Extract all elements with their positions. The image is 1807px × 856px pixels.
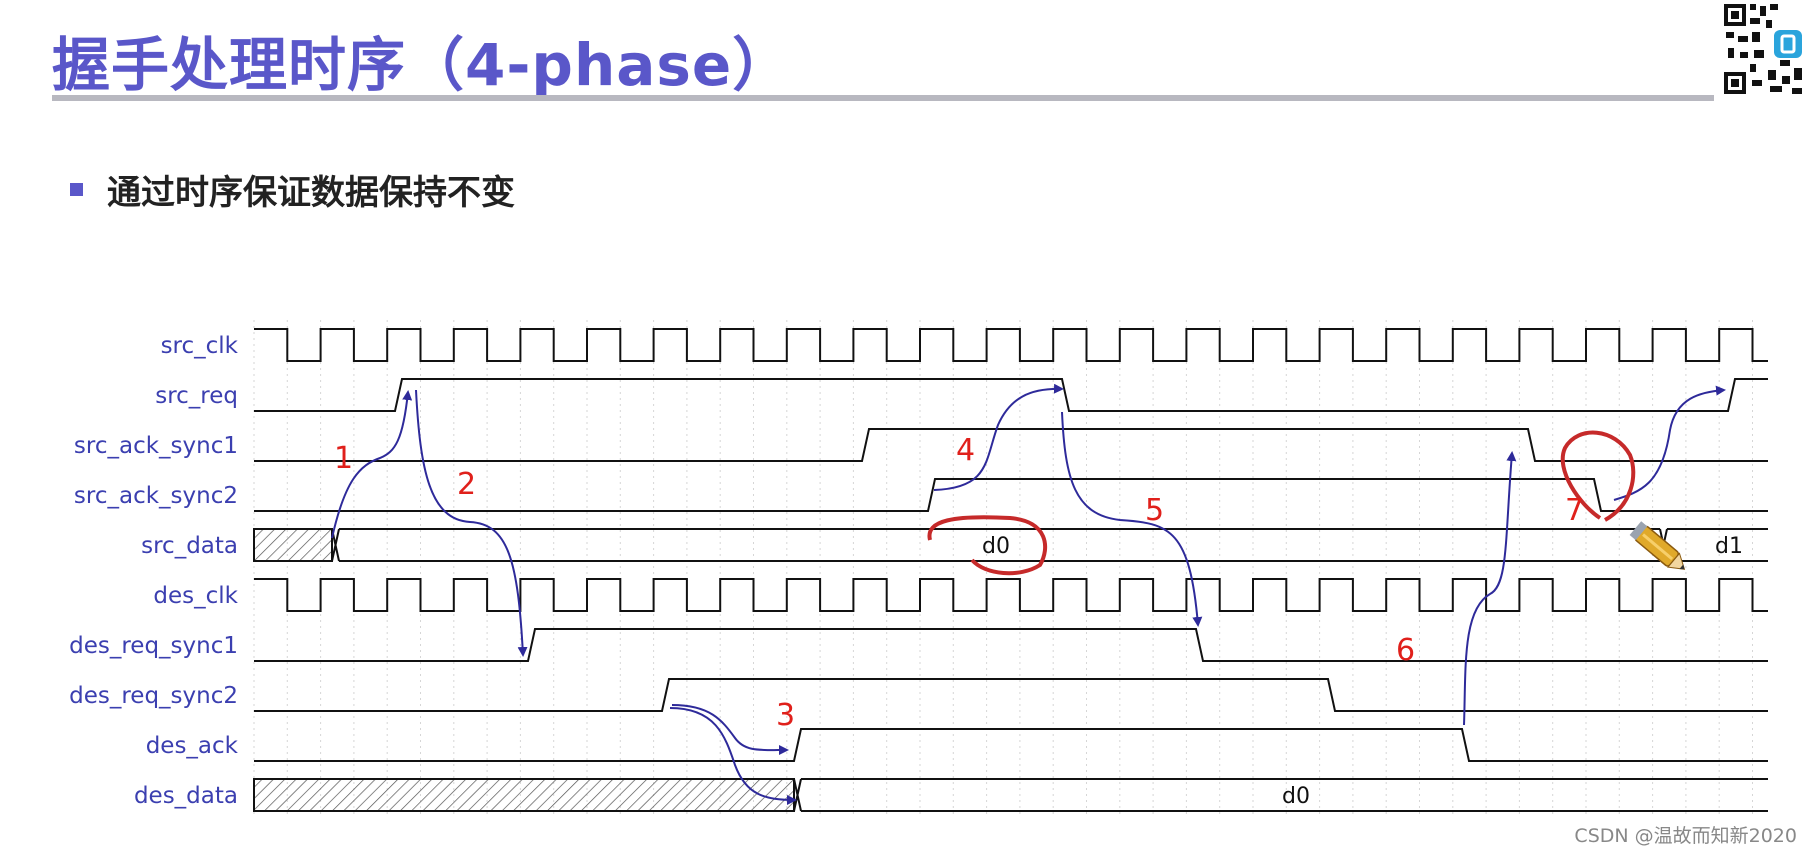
- step-4: 4: [956, 433, 975, 468]
- des-data-wave-transition: [793, 778, 802, 812]
- signal-label: src_ack_sync1: [74, 433, 238, 459]
- signal-label: des_ack: [146, 733, 239, 759]
- des-req-sync1-wave: [254, 628, 1768, 662]
- grid-lines: [253, 320, 1753, 815]
- watermark: CSDN @温故而知新2020: [1574, 825, 1797, 847]
- arrow-3b: [669, 707, 797, 805]
- step-6: 6: [1396, 633, 1415, 668]
- step-2: 2: [457, 467, 476, 502]
- signal-label: src_req: [155, 383, 238, 409]
- signal-label: des_data: [134, 783, 238, 809]
- bullet-text: 通过时序保证数据保持不变: [107, 173, 515, 213]
- signal-label: des_clk: [153, 583, 238, 609]
- arrow-2: [415, 389, 528, 657]
- arrow-7: [1613, 385, 1726, 501]
- bullet-marker: [70, 183, 83, 196]
- arrow-6: [1463, 451, 1517, 726]
- signal-label: des_req_sync1: [69, 633, 238, 659]
- signal-label: src_clk: [161, 333, 239, 359]
- signal-labels: src_clk src_req src_ack_sync1 src_ack_sync2…: [69, 333, 239, 809]
- src-data-d1-label: d1: [1715, 534, 1743, 559]
- src-req-wave: [254, 378, 1768, 412]
- des-ack-wave: [254, 728, 1768, 762]
- annotation-circles: [927, 430, 1636, 576]
- title-divider: [52, 95, 1714, 101]
- qr-code-icon: [1722, 0, 1807, 98]
- arrow-3a: [671, 704, 789, 756]
- signal-label: src_data: [141, 533, 238, 559]
- handshake-arrows: [331, 383, 1726, 805]
- des-data-d0-label: d0: [1282, 784, 1310, 809]
- src-data-d0-label: d0: [982, 534, 1010, 559]
- step-7: 7: [1565, 493, 1584, 528]
- d0-circle: [927, 515, 1048, 576]
- step7-circle: [1560, 430, 1636, 522]
- des-req-sync2-wave: [254, 678, 1768, 712]
- waveforms: [253, 328, 1768, 812]
- step-1: 1: [334, 441, 353, 476]
- pencil-cursor-icon: [1629, 521, 1686, 570]
- src-ack-sync1-wave: [254, 428, 1768, 462]
- arrow-5: [1061, 411, 1203, 627]
- src-data-wave-unknown-region: [253, 528, 333, 562]
- bus-labels: d0 d1 d0: [982, 534, 1743, 809]
- signal-label: src_ack_sync2: [74, 483, 238, 509]
- signal-label: des_req_sync2: [69, 683, 238, 709]
- bullet-row: 通过时序保证数据保持不变: [70, 165, 515, 214]
- des-data-wave-unknown-region: [253, 778, 795, 812]
- slide-title: 握手处理时序（4-phase）: [52, 31, 792, 99]
- step-5: 5: [1145, 493, 1164, 528]
- des-clk-wave: [254, 578, 1768, 612]
- step-numbers: 1 2 3 4 5 6 7: [334, 433, 1584, 733]
- step-3: 3: [776, 698, 795, 733]
- src-ack-sync2-wave: [254, 478, 1768, 512]
- arrow-4: [933, 383, 1064, 491]
- src-clk-wave: [254, 328, 1768, 362]
- arrow-1: [331, 390, 413, 539]
